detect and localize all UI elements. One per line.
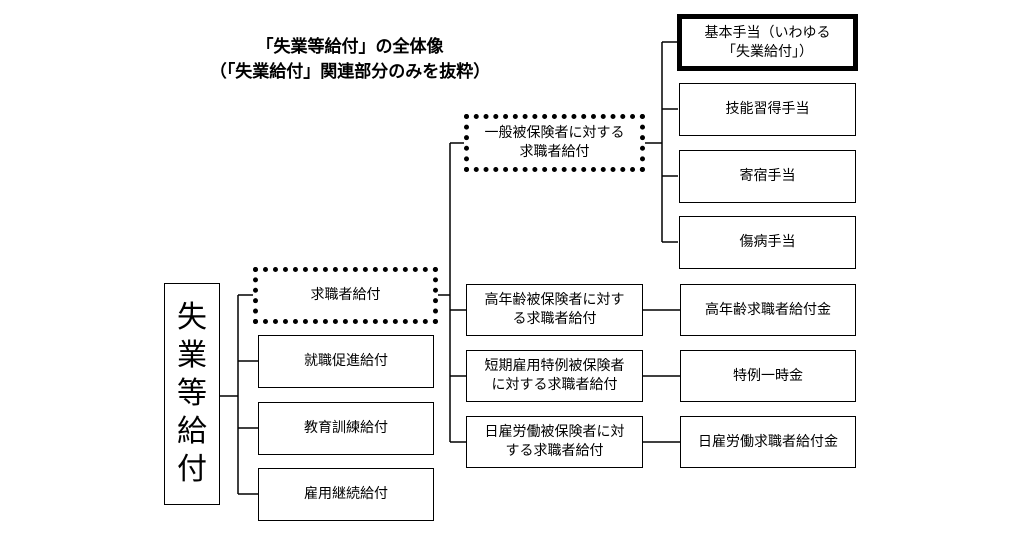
root-char: 業: [177, 338, 207, 373]
diagram-title: 「失業等給付」の全体像: [256, 37, 444, 57]
root-char: 失: [177, 300, 207, 335]
node-label: 技能習得手当: [725, 101, 810, 117]
node-label: 教育訓練給付: [304, 420, 388, 436]
node-shobyo-teate: 傷病手当: [679, 216, 856, 269]
node-konenrei-kyushokusha-kyufukin: 高年齢求職者給付金: [680, 284, 856, 336]
node-label-line1: 高年齢被保険者に対す: [484, 292, 625, 308]
node-label-line1: 短期雇用特例被保険者: [484, 358, 625, 374]
node-label: 就職促進給付: [304, 353, 388, 369]
node-tanki-koyo-tokurei: 短期雇用特例被保険者 に対する求職者給付: [466, 350, 643, 402]
node-koyo-keizoku-kyufu: 雇用継続給付: [258, 468, 434, 521]
node-kishuku-teate: 寄宿手当: [679, 150, 856, 203]
node-label-line1: 日雇労働被保険者に対: [484, 424, 625, 440]
root-char: 付: [177, 452, 207, 487]
node-hiyatoi-kyushokusha-kyufukin: 日雇労働求職者給付金: [680, 416, 856, 468]
root-char: 等: [177, 376, 207, 411]
root-char: 給: [177, 414, 207, 449]
node-label-line1: 基本手当（いわゆる: [704, 24, 831, 41]
node-label: 雇用継続給付: [304, 486, 388, 502]
node-gino-shutoku-teate: 技能習得手当: [679, 83, 856, 136]
node-shitsugyo-tou-kyufu: 失 業 等 給 付: [164, 283, 220, 505]
node-tokurei-ichijikin: 特例一時金: [680, 350, 856, 402]
node-label: 求職者給付: [310, 287, 381, 303]
node-ippan-hihokensha: 一般被保険者に対する 求職者給付: [464, 114, 645, 172]
node-konenrei-hihokensha: 高年齢被保険者に対す る求職者給付: [466, 284, 643, 336]
node-label-line2: に対する求職者給付: [491, 377, 618, 393]
node-label-line2: する求職者給付: [505, 443, 604, 459]
node-label: 高年齢求職者給付金: [705, 301, 831, 318]
node-label-line2: 求職者給付: [519, 144, 590, 160]
diagram-subtitle: （「失業給付」関連部分のみを抜粋）: [209, 62, 491, 82]
node-kyushokusha-kyufu: 求職者給付: [253, 267, 438, 324]
node-label: 特例一時金: [733, 367, 803, 384]
node-label-line1: 一般被保険者に対する: [484, 125, 625, 141]
node-label-line2: る求職者給付: [512, 311, 597, 327]
node-label: 寄宿手当: [739, 168, 796, 184]
node-label: 傷病手当: [739, 234, 796, 250]
node-kyoiku-kunren-kyufu: 教育訓練給付: [258, 402, 434, 455]
node-kihon-teate: 基本手当（いわゆる 「失業給付」）: [677, 14, 858, 71]
node-shushoku-sokushin-kyufu: 就職促進給付: [258, 335, 434, 388]
node-label-line2: 「失業給付」）: [722, 43, 813, 60]
node-hiyatoi-rodo: 日雇労働被保険者に対 する求職者給付: [466, 416, 643, 468]
node-label: 日雇労働求職者給付金: [698, 433, 838, 450]
